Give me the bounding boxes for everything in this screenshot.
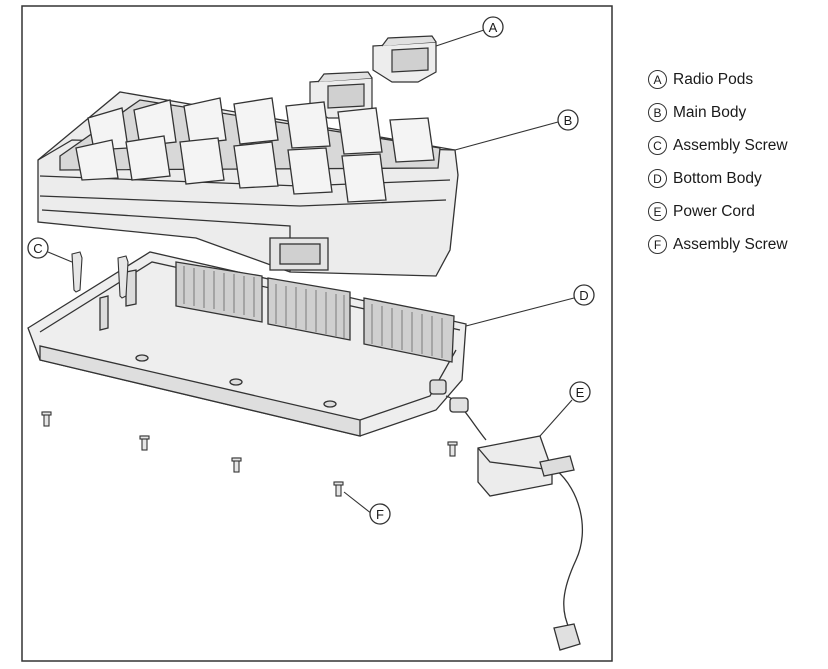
legend-badge: A [648, 70, 667, 89]
legend-label: Radio Pods [673, 70, 754, 88]
callout-d-letter: D [579, 288, 588, 303]
legend-label: Main Body [673, 103, 747, 121]
legend-item-assembly-screw-c: C Assembly Screw [648, 134, 826, 157]
callout-f-letter: F [376, 507, 384, 522]
legend-item-power-cord: E Power Cord [648, 200, 826, 223]
legend-item-bottom-body: D Bottom Body [648, 167, 826, 190]
legend-badge: E [648, 202, 667, 221]
callout-a: A [482, 16, 504, 38]
legend-label: Bottom Body [673, 169, 762, 187]
callout-a-letter: A [489, 20, 498, 35]
legend-item-radio-pods: A Radio Pods [648, 68, 826, 91]
legend-label: Assembly Screw [673, 235, 788, 253]
legend-item-assembly-screw-f: F Assembly Screw [648, 233, 826, 256]
legend-label: Power Cord [673, 202, 755, 220]
parts-legend: A Radio Pods B Main Body C Assembly Scre… [648, 68, 826, 266]
leader-lines [47, 29, 575, 515]
callout-c-letter: C [33, 241, 42, 256]
legend-badge: F [648, 235, 667, 254]
legend-badge: B [648, 103, 667, 122]
callout-c: C [27, 237, 49, 259]
bottom-body [27, 251, 467, 437]
legend-item-main-body: B Main Body [648, 101, 826, 124]
power-cord [445, 395, 583, 651]
assembly-screws-f [41, 411, 458, 497]
callout-e-letter: E [576, 385, 585, 400]
main-body-pockets [75, 97, 435, 203]
callout-b: B [557, 109, 579, 131]
assembly-screws-c [71, 251, 129, 299]
callout-f: F [369, 503, 391, 525]
legend-badge: C [648, 136, 667, 155]
legend-badge: D [648, 169, 667, 188]
callout-e: E [569, 381, 591, 403]
callout-circles: A B C D E F [27, 16, 595, 525]
callout-d: D [573, 284, 595, 306]
main-body [37, 91, 459, 277]
radio-pods [309, 35, 437, 119]
legend-label: Assembly Screw [673, 136, 788, 154]
callout-b-letter: B [564, 113, 573, 128]
